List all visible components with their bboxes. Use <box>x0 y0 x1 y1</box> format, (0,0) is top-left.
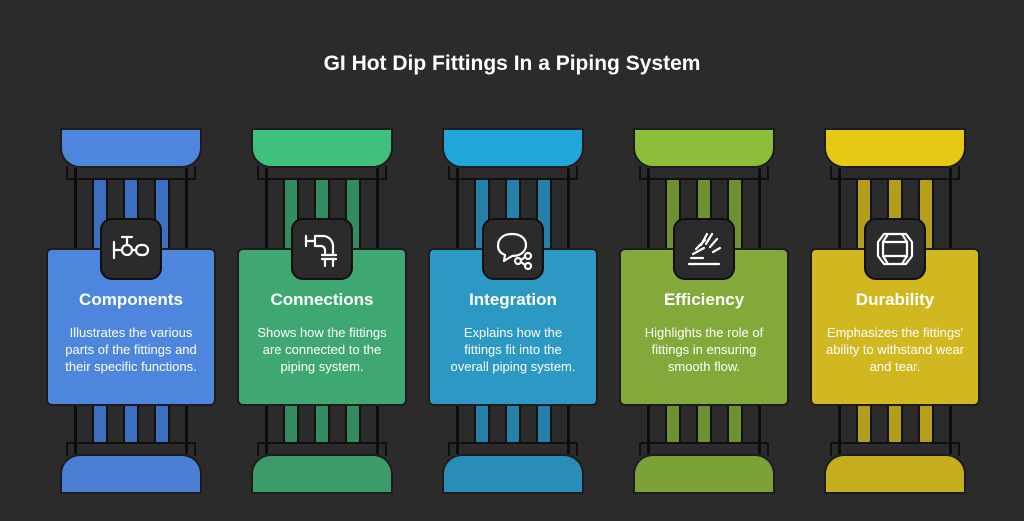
pillar-panel: Efficiency Highlights the role of fittin… <box>619 248 789 406</box>
pillar-description: Highlights the role of fittings in ensur… <box>644 325 764 374</box>
pillar-efficiency: Efficiency Highlights the role of fittin… <box>619 128 789 494</box>
speed-gauge-icon <box>673 218 735 280</box>
pillar-title: Efficiency <box>663 290 745 309</box>
pillar-cap-bottom <box>633 454 775 494</box>
pillar-title: Connections <box>270 290 374 309</box>
pillar-description: Shows how the fittings are connected to … <box>257 325 387 374</box>
chat-network-icon <box>482 218 544 280</box>
pillar-cap-top <box>60 128 202 168</box>
pillar-cap-bottom <box>442 454 584 494</box>
diagram-title: GI Hot Dip Fittings In a Piping System <box>323 52 701 75</box>
pipe-elbow-icon <box>291 218 353 280</box>
pillar-title: Durability <box>855 290 935 309</box>
valve-icon <box>100 218 162 280</box>
pillar-integration: Integration Explains how the fittings fi… <box>428 128 598 494</box>
pillar-cap-top <box>442 128 584 168</box>
pillar-cap-top <box>251 128 393 168</box>
pillar-cap-bottom <box>824 454 966 494</box>
pillar-title: Components <box>79 290 183 309</box>
pillar-components: Components Illustrates the various parts… <box>46 128 216 494</box>
pillar-cap-top <box>633 128 775 168</box>
pillar-durability: Durability Emphasizes the fittings' abil… <box>810 128 980 494</box>
pipe-coupling-icon <box>864 218 926 280</box>
pillar-description: Emphasizes the fittings' ability to with… <box>826 325 965 374</box>
pillar-connections: Connections Shows how the fittings are c… <box>237 128 407 494</box>
pillar-cap-bottom <box>60 454 202 494</box>
pillar-cap-bottom <box>251 454 393 494</box>
pillar-cap-top <box>824 128 966 168</box>
pillar-description: Illustrates the various parts of the fit… <box>65 325 197 374</box>
pillar-description: Explains how the fittings fit into the o… <box>450 325 576 374</box>
pillar-title: Integration <box>469 290 557 309</box>
